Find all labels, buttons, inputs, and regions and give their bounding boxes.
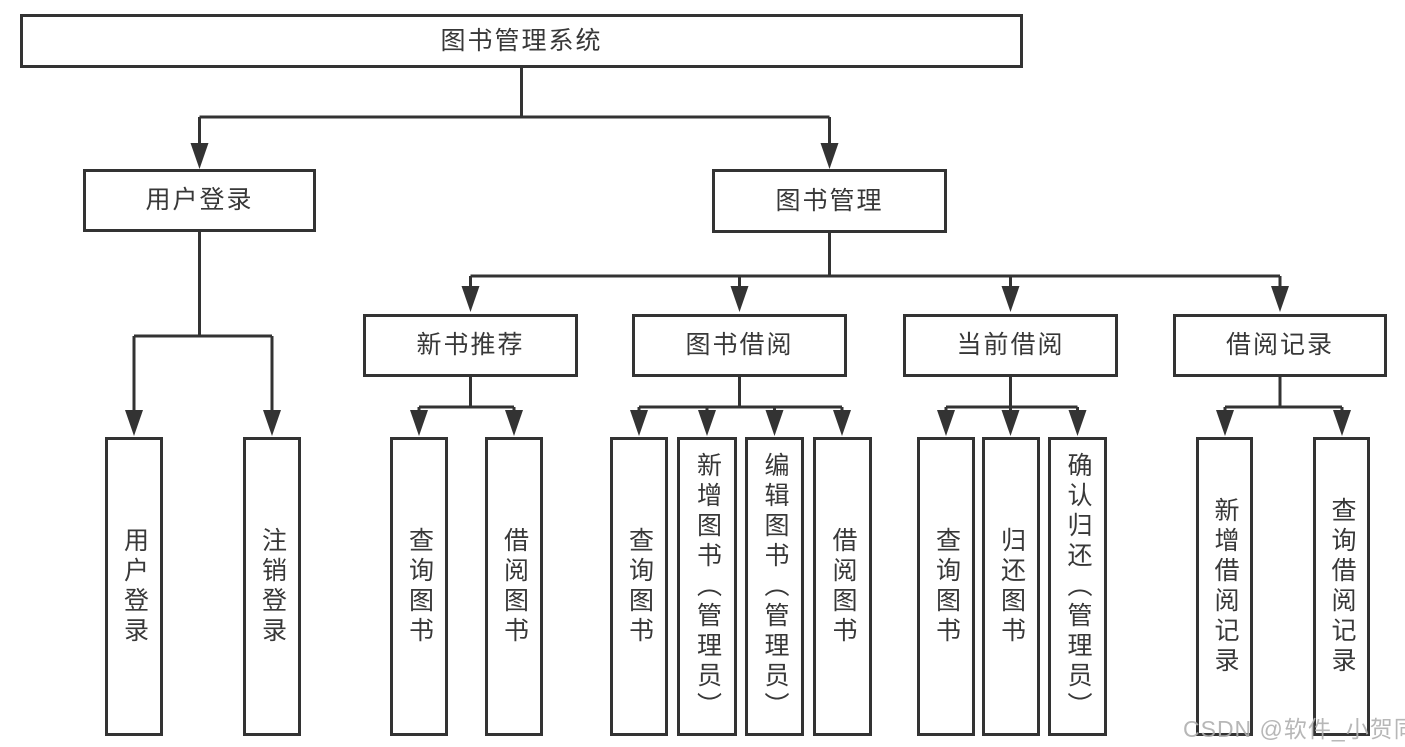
leaf-borrow-books-newbook: 借阅图书 <box>485 437 543 736</box>
connector-bookmgmt-to-level3 <box>461 231 1289 312</box>
connector-bookborrow-to-leaves <box>630 375 851 436</box>
leaf-confirm-return-admin-label: 确认归还（管理员） <box>1064 451 1092 722</box>
leaf-logout-label: 注销登录 <box>258 526 287 647</box>
leaf-add-books-admin: 新增图书（管理员） <box>677 437 737 736</box>
node-book-borrowing: 图书借阅 <box>632 314 847 377</box>
connector-root-to-level2 <box>190 66 839 169</box>
leaf-confirm-return-admin: 确认归还（管理员） <box>1048 437 1107 736</box>
leaf-query-borrow-record: 查询借阅记录 <box>1313 437 1370 736</box>
node-user-login-label: 用户登录 <box>145 186 254 214</box>
leaf-add-borrow-record-label: 新增借阅记录 <box>1211 496 1239 677</box>
node-new-book-label: 新书推荐 <box>416 331 525 359</box>
node-current-borrowing-label: 当前借阅 <box>956 331 1065 359</box>
leaf-query-books-borrow: 查询图书 <box>610 437 668 736</box>
leaf-borrow-books-label: 借阅图书 <box>829 526 857 647</box>
node-root-library-system: 图书管理系统 <box>20 14 1023 68</box>
node-root-label: 图书管理系统 <box>440 26 603 55</box>
leaf-add-borrow-record: 新增借阅记录 <box>1196 437 1253 736</box>
node-book-management-label: 图书管理 <box>775 186 884 215</box>
leaf-edit-books-admin-label: 编辑图书（管理员） <box>761 451 789 722</box>
leaf-user-login: 用户登录 <box>105 437 163 736</box>
node-new-book-recommendation: 新书推荐 <box>363 314 578 377</box>
node-user-login: 用户登录 <box>83 169 316 232</box>
connector-borrowrecord-to-leaves <box>1216 375 1351 436</box>
leaf-user-login-label: 用户登录 <box>120 526 149 647</box>
leaf-logout: 注销登录 <box>243 437 301 736</box>
connector-userlogin-to-leaves <box>125 230 281 436</box>
leaf-query-books-newbook: 查询图书 <box>390 437 448 736</box>
leaf-edit-books-admin: 编辑图书（管理员） <box>745 437 804 736</box>
leaf-borrow-books: 借阅图书 <box>813 437 872 736</box>
connector-newbook-to-leaves <box>410 375 523 436</box>
leaf-query-books-newbook-label: 查询图书 <box>405 526 434 647</box>
leaf-return-books: 归还图书 <box>982 437 1040 736</box>
csdn-watermark: CSDN @软件_小贺同学 <box>1183 716 1405 742</box>
leaf-add-books-admin-label: 新增图书（管理员） <box>693 451 722 722</box>
leaf-query-books-current-label: 查询图书 <box>932 526 961 647</box>
node-borrowing-records: 借阅记录 <box>1173 314 1387 377</box>
leaf-borrow-books-newbook-label: 借阅图书 <box>500 526 529 647</box>
node-borrowing-records-label: 借阅记录 <box>1225 331 1334 359</box>
leaf-query-borrow-record-label: 查询借阅记录 <box>1328 496 1356 677</box>
connector-currentborrow-to-leaves <box>937 375 1087 436</box>
node-book-management: 图书管理 <box>712 169 947 233</box>
leaf-query-books-borrow-label: 查询图书 <box>625 526 654 647</box>
leaf-return-books-label: 归还图书 <box>997 526 1026 647</box>
node-book-borrowing-label: 图书借阅 <box>685 331 794 359</box>
node-current-borrowing: 当前借阅 <box>903 314 1118 377</box>
leaf-query-books-current: 查询图书 <box>917 437 975 736</box>
